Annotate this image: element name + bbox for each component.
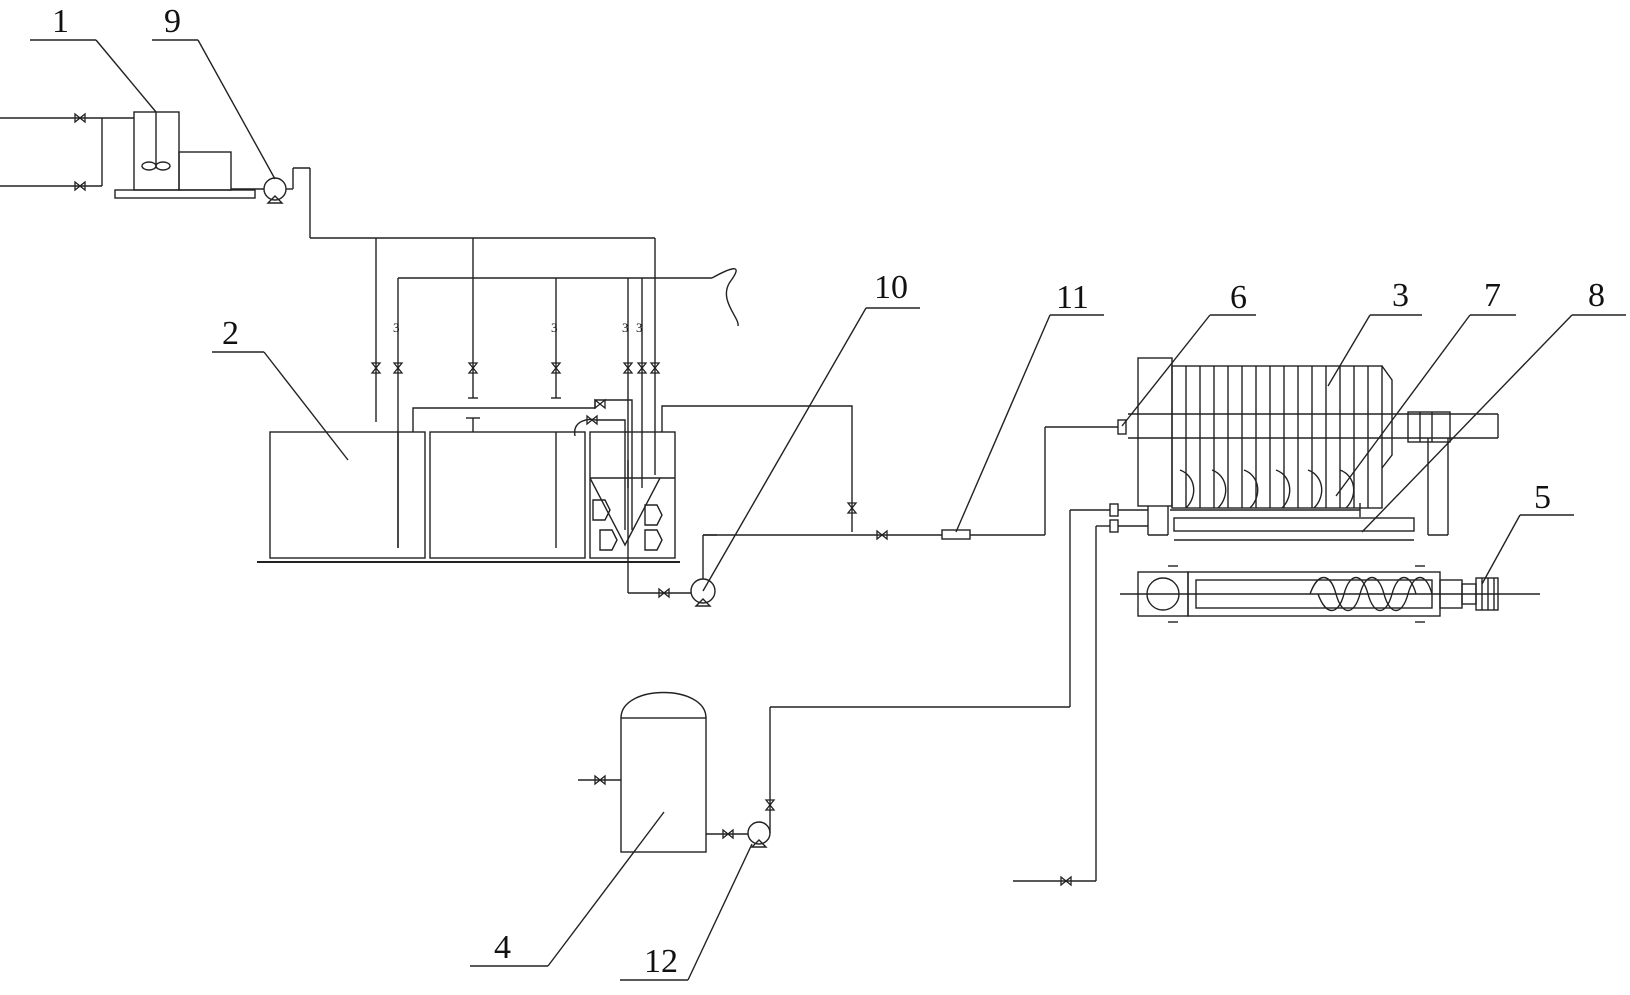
storage-tank-icon xyxy=(578,691,748,853)
callout-6: 6 xyxy=(1121,279,1256,427)
callout-8-label: 8 xyxy=(1588,277,1605,314)
feed-pump-icon xyxy=(690,530,1045,607)
svg-text:3: 3 xyxy=(636,320,643,335)
callout-11: 11 xyxy=(955,279,1104,533)
callout-10-label: 10 xyxy=(874,269,908,306)
callout-12: 12 xyxy=(620,843,753,981)
callout-5: 5 xyxy=(1481,479,1574,585)
callout-7-label: 7 xyxy=(1484,277,1501,314)
callout-11-label: 11 xyxy=(1056,279,1089,316)
callout-4-label: 4 xyxy=(494,929,511,966)
drip-hooks-icon xyxy=(1170,469,1361,517)
callout-6-label: 6 xyxy=(1230,279,1247,316)
callout-5-label: 5 xyxy=(1534,479,1551,516)
feed-inlet-icon xyxy=(1117,419,1127,435)
callout-1-label: 1 xyxy=(52,3,69,40)
treatment-tank-icon xyxy=(257,399,857,598)
drip-tray-icon xyxy=(1109,503,1415,541)
callout-4: 4 xyxy=(470,811,665,967)
callout-3: 3 xyxy=(1327,277,1422,387)
callout-9: 9 xyxy=(152,3,276,180)
dosing-mixer-icon xyxy=(0,111,256,199)
callout-10: 10 xyxy=(702,269,920,592)
callout-12-label: 12 xyxy=(644,943,678,980)
callout-9-label: 9 xyxy=(164,3,181,40)
filter-press-icon xyxy=(1128,357,1499,536)
callout-2: 2 xyxy=(212,315,349,461)
dosing-pipe-network: 3 3 3 3 xyxy=(309,168,739,548)
callout-3-label: 3 xyxy=(1392,277,1409,314)
callout-1: 1 xyxy=(30,3,157,113)
washing-pump-icon xyxy=(747,818,771,848)
svg-text:3: 3 xyxy=(622,320,629,335)
callout-2-label: 2 xyxy=(222,315,239,352)
callouts: 1 9 2 10 11 6 3 xyxy=(30,3,1626,981)
dosing-pump-icon xyxy=(231,167,310,204)
svg-text:3: 3 xyxy=(393,320,400,335)
callout-8: 8 xyxy=(1361,277,1626,533)
flow-meter-icon xyxy=(941,426,1118,540)
screw-conveyor-icon xyxy=(1120,565,1540,623)
wash-pipe-network xyxy=(765,509,1110,886)
svg-text:3: 3 xyxy=(551,320,558,335)
callout-7: 7 xyxy=(1335,277,1516,497)
